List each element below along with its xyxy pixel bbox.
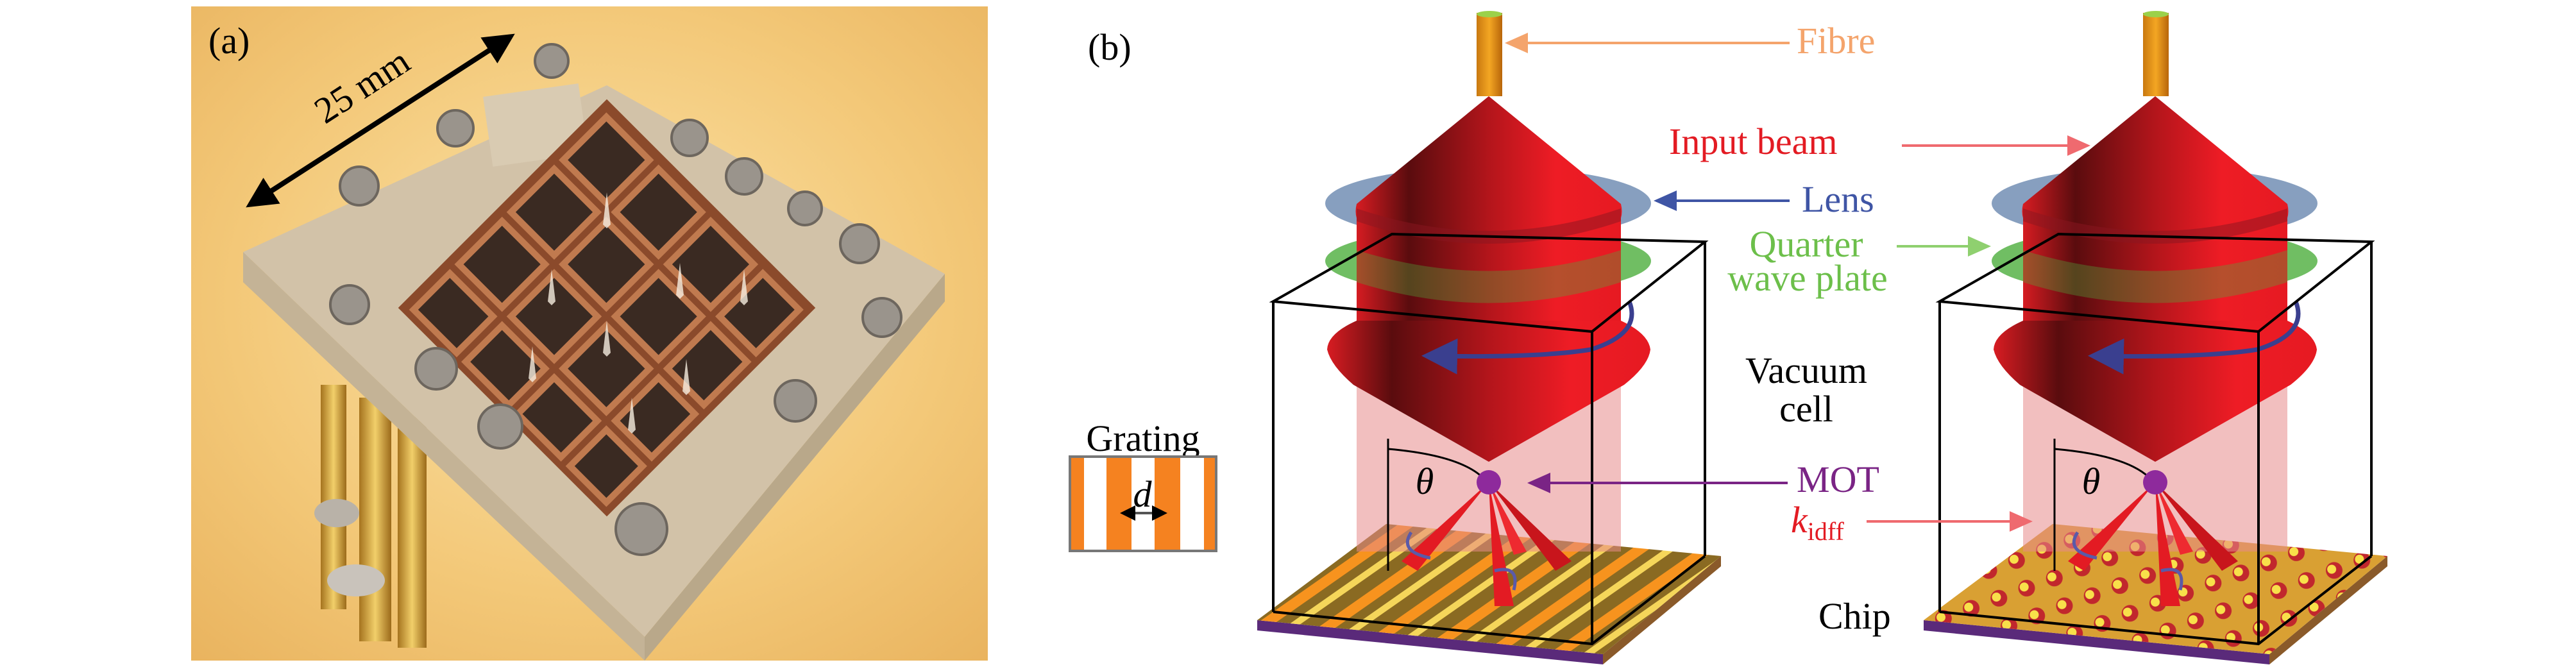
label-cell: cell <box>1779 388 1833 430</box>
grating-inset: Grating d <box>1069 418 1217 552</box>
fibre-left <box>1477 13 1502 96</box>
photo-grating-chips <box>191 6 988 661</box>
kdiff-subscript: idff <box>1808 517 1845 546</box>
fibre-right <box>2143 13 2169 96</box>
label-lens: Lens <box>1802 178 1874 220</box>
label-input-beam: Input beam <box>1669 121 1838 162</box>
apparatus-1d-grating: θ <box>1257 11 1721 664</box>
label-chip: Chip <box>1818 595 1891 637</box>
label-quarter: Quarter <box>1749 223 1863 265</box>
apparatus-2d-grating: θ <box>1924 11 2387 664</box>
label-fibre: Fibre <box>1797 20 1875 62</box>
panel-a-label: (a) <box>208 20 250 62</box>
label-vacuum: Vacuum <box>1745 350 1867 391</box>
theta-left: θ <box>1416 460 1434 502</box>
kdiff-symbol: k <box>1791 499 1808 541</box>
panel-b-label: (b) <box>1088 26 1131 68</box>
scale-arrow <box>246 33 515 208</box>
theta-right: θ <box>2082 460 2101 502</box>
period-symbol: d <box>1133 473 1153 515</box>
annotations: Fibre Input beam Lens Quarter wave plate… <box>1505 20 2090 637</box>
label-wave-plate: wave plate <box>1727 257 1888 299</box>
grating-stripes <box>1071 458 1215 550</box>
grating-title: Grating <box>1086 418 1199 459</box>
label-mot: MOT <box>1797 459 1879 500</box>
label-kdiff: kidff <box>1791 499 1844 546</box>
